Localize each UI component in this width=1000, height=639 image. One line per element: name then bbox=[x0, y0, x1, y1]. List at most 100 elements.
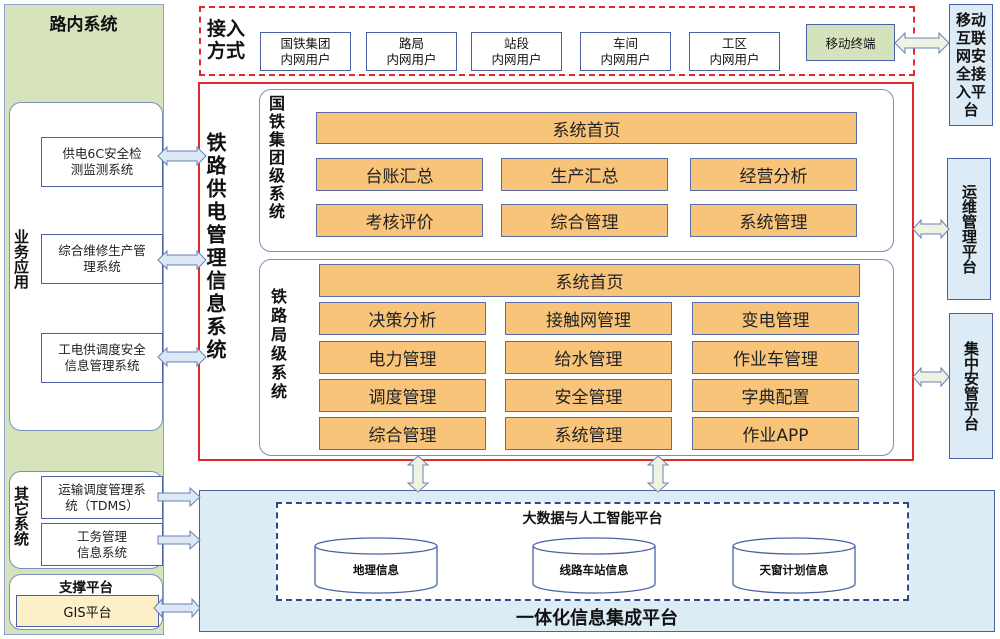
double-arrow-icon bbox=[894, 31, 950, 55]
user-line2: 内网用户 bbox=[280, 51, 331, 67]
user-line2: 内网用户 bbox=[600, 51, 651, 67]
user-line1: 国铁集团 bbox=[280, 35, 331, 51]
bureau-module[interactable]: 安全管理 bbox=[505, 379, 672, 412]
group-level-label: 国铁集团级系统 bbox=[266, 95, 285, 221]
system-engineering-management[interactable]: 工务管理 信息系统 bbox=[41, 523, 163, 566]
platform-line: 全接 bbox=[955, 65, 986, 83]
database-geo-info[interactable]: 地理信息 bbox=[314, 537, 438, 594]
mobile-terminal[interactable]: 移动终端 bbox=[806, 24, 895, 61]
double-arrow-icon bbox=[912, 366, 950, 388]
right-arrow-icon bbox=[157, 486, 201, 508]
intra-bureau-systems-title: 路内系统 bbox=[49, 14, 118, 35]
centralized-security-platform[interactable]: 集中安管平台 bbox=[949, 313, 993, 459]
system-line1: 运输调度管理系 bbox=[58, 481, 146, 497]
user-line1: 车间 bbox=[612, 35, 638, 51]
bureau-module[interactable]: 电力管理 bbox=[319, 341, 486, 374]
bureau-module[interactable]: 变电管理 bbox=[692, 302, 859, 335]
platform-line: 移动 bbox=[955, 11, 986, 29]
database-cylinder-icon bbox=[314, 537, 438, 594]
bureau-module[interactable]: 作业APP bbox=[692, 417, 859, 450]
vertical-double-arrow-icon bbox=[646, 455, 670, 493]
other-systems-label: 其它系统 bbox=[12, 486, 30, 546]
platform-label: 集中安管平台 bbox=[962, 341, 980, 431]
group-module[interactable]: 生产汇总 bbox=[501, 158, 668, 191]
double-arrow-icon bbox=[157, 145, 207, 167]
database-maintenance-window-plan[interactable]: 天窗计划信息 bbox=[732, 537, 856, 594]
double-arrow-icon bbox=[157, 249, 207, 271]
database-cylinder-icon bbox=[532, 537, 656, 594]
user-line1: 站段 bbox=[503, 35, 529, 51]
business-apps-group: 业务应用 供电6C安全检 测监测系统 综合维修生产管 理系统 工电供调度安全 信… bbox=[9, 102, 163, 431]
power-supply-mis-frame: 铁路供电管理信息系统 国铁集团级系统 系统首页 台账汇总 生产汇总 经营分析 考… bbox=[198, 82, 914, 461]
user-bureau-intranet[interactable]: 路局 内网用户 bbox=[366, 32, 457, 71]
system-line2: 信息管理系统 bbox=[64, 358, 140, 373]
system-line1: 工电供调度安全 bbox=[58, 342, 146, 357]
double-arrow-icon bbox=[153, 597, 201, 619]
double-arrow-icon bbox=[157, 346, 207, 368]
user-line1: 工区 bbox=[721, 35, 747, 51]
database-line-station-info[interactable]: 线路车站信息 bbox=[532, 537, 656, 594]
user-workshop-intranet[interactable]: 车间 内网用户 bbox=[580, 32, 671, 71]
system-line2: 统（TDMS） bbox=[65, 497, 139, 513]
bigdata-ai-platform: 大数据与人工智能平台 地理信息 线路车站信息 天窗计划信息 bbox=[276, 502, 909, 601]
system-line2: 信息系统 bbox=[76, 544, 127, 560]
user-line2: 内网用户 bbox=[491, 51, 542, 67]
bureau-module[interactable]: 综合管理 bbox=[319, 417, 486, 450]
system-maintenance-production[interactable]: 综合维修生产管 理系统 bbox=[41, 234, 163, 284]
support-platform-group: 支撑平台 GIS平台 bbox=[9, 574, 163, 630]
bureau-home-module[interactable]: 系统首页 bbox=[319, 264, 860, 297]
platform-line: 台 bbox=[963, 101, 979, 119]
bureau-level-panel: 铁路局级系统 系统首页 决策分析 接触网管理 变电管理 电力管理 给水管理 作业… bbox=[259, 259, 894, 456]
bureau-module[interactable]: 系统管理 bbox=[505, 417, 672, 450]
system-line1: 工务管理 bbox=[76, 528, 127, 544]
double-arrow-icon bbox=[912, 218, 950, 240]
other-systems-group: 其它系统 运输调度管理系 统（TDMS） 工务管理 信息系统 bbox=[9, 471, 163, 569]
access-label-line2: 方式 bbox=[207, 40, 246, 62]
user-line2: 内网用户 bbox=[386, 51, 437, 67]
user-group-hq-intranet[interactable]: 国铁集团 内网用户 bbox=[260, 32, 351, 71]
database-label: 天窗计划信息 bbox=[759, 563, 829, 577]
bureau-level-label: 铁路局级系统 bbox=[268, 288, 287, 402]
database-label: 线路车站信息 bbox=[559, 563, 629, 577]
bureau-module[interactable]: 字典配置 bbox=[692, 379, 859, 412]
user-work-area-intranet[interactable]: 工区 内网用户 bbox=[689, 32, 780, 71]
bureau-module[interactable]: 作业车管理 bbox=[692, 341, 859, 374]
user-line2: 内网用户 bbox=[709, 51, 760, 67]
group-module[interactable]: 系统管理 bbox=[690, 204, 857, 237]
system-line1: 供电6C安全检 bbox=[62, 146, 142, 161]
platform-line: 入平 bbox=[955, 83, 986, 101]
power-supply-mis-title: 铁路供电管理信息系统 bbox=[203, 132, 227, 362]
bureau-module[interactable]: 接触网管理 bbox=[505, 302, 672, 335]
system-line2: 测监测系统 bbox=[70, 162, 134, 177]
group-module[interactable]: 经营分析 bbox=[690, 158, 857, 191]
user-depot-intranet[interactable]: 站段 内网用户 bbox=[471, 32, 562, 71]
system-line1: 综合维修生产管 bbox=[58, 243, 146, 258]
system-6c-safety-monitoring[interactable]: 供电6C安全检 测监测系统 bbox=[41, 137, 163, 187]
system-line2: 理系统 bbox=[83, 259, 121, 274]
group-module[interactable]: 综合管理 bbox=[501, 204, 668, 237]
right-arrow-icon bbox=[157, 529, 201, 551]
mobile-secure-access-platform[interactable]: 移动 互联 网安 全接 入平 台 bbox=[949, 4, 993, 126]
platform-line: 网安 bbox=[955, 47, 986, 65]
access-label-line1: 接入 bbox=[207, 18, 246, 40]
database-cylinder-icon bbox=[732, 537, 856, 594]
system-dispatch-safety-info[interactable]: 工电供调度安全 信息管理系统 bbox=[41, 333, 163, 383]
support-platform-label: 支撑平台 bbox=[59, 580, 113, 596]
group-module[interactable]: 台账汇总 bbox=[316, 158, 483, 191]
group-level-panel: 国铁集团级系统 系统首页 台账汇总 生产汇总 经营分析 考核评价 综合管理 系统… bbox=[259, 89, 894, 252]
group-home-module[interactable]: 系统首页 bbox=[316, 112, 857, 144]
bureau-module[interactable]: 给水管理 bbox=[505, 341, 672, 374]
gis-platform[interactable]: GIS平台 bbox=[16, 595, 159, 627]
vertical-double-arrow-icon bbox=[406, 455, 430, 493]
group-module[interactable]: 考核评价 bbox=[316, 204, 483, 237]
user-line1: 路局 bbox=[398, 35, 424, 51]
platform-label: 运维管理平台 bbox=[960, 184, 978, 274]
business-apps-label: 业务应用 bbox=[12, 229, 30, 289]
system-tdms[interactable]: 运输调度管理系 统（TDMS） bbox=[41, 476, 163, 519]
bureau-module[interactable]: 决策分析 bbox=[319, 302, 486, 335]
platform-line: 互联 bbox=[955, 29, 986, 47]
intra-bureau-systems-panel: 路内系统 业务应用 供电6C安全检 测监测系统 综合维修生产管 理系统 工电供调… bbox=[4, 4, 164, 635]
ops-management-platform[interactable]: 运维管理平台 bbox=[947, 158, 991, 300]
access-methods-label: 接入 方式 bbox=[207, 18, 245, 62]
bureau-module[interactable]: 调度管理 bbox=[319, 379, 486, 412]
